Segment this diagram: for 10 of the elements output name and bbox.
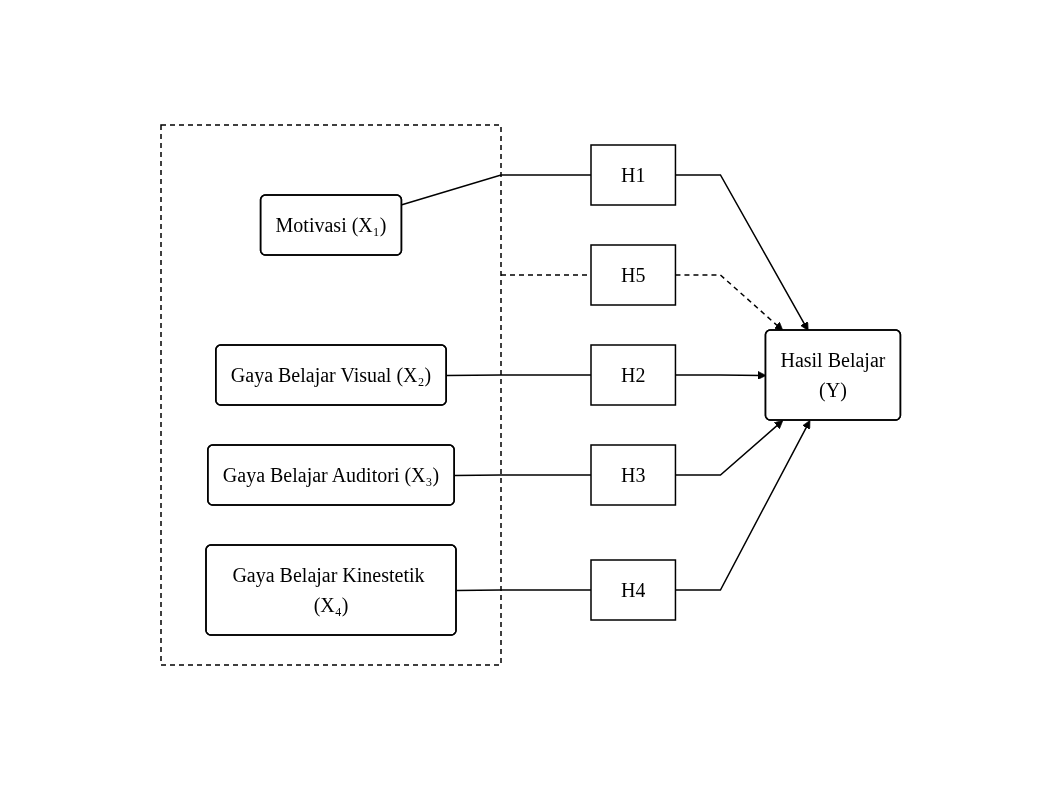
arrow bbox=[675, 274, 784, 331]
node-box: H5 bbox=[590, 244, 677, 306]
node-box: H3 bbox=[590, 444, 677, 506]
arrow bbox=[675, 420, 811, 591]
arrow bbox=[675, 420, 784, 476]
node-box: H2 bbox=[590, 344, 677, 406]
cluster bbox=[160, 124, 503, 666]
node-box: H1 bbox=[590, 144, 677, 206]
node-box: H4 bbox=[590, 559, 677, 621]
arrow bbox=[675, 174, 809, 331]
